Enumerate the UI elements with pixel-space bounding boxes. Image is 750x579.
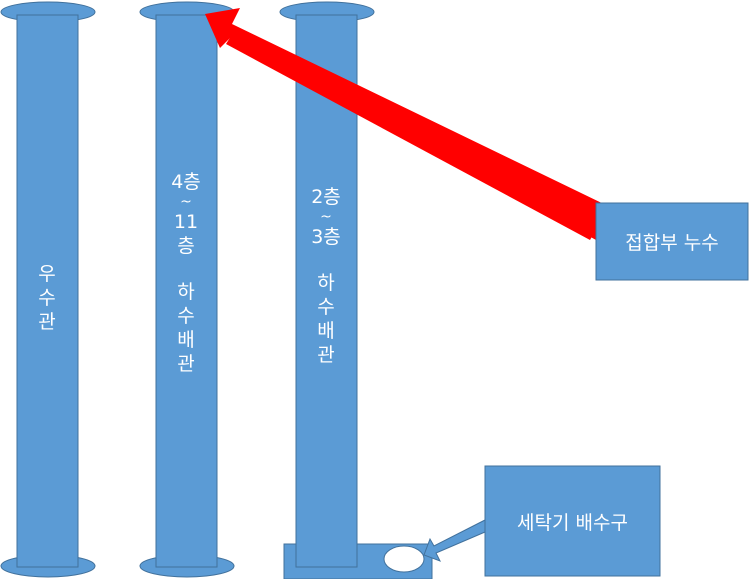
label-line: 2층 <box>311 186 341 208</box>
label-line: 배 <box>317 320 335 342</box>
label-line: 수 <box>177 305 195 327</box>
leak-arrow <box>205 8 610 240</box>
label-line: 3층 <box>311 226 341 248</box>
label-line: 우 <box>38 263 56 285</box>
label-line: 하 <box>317 272 335 294</box>
washer-drain-label: 세탁기 배수구 <box>517 511 628 534</box>
label-line: 층 <box>177 235 195 257</box>
label-spacer <box>296 249 356 271</box>
label-line: ~ <box>180 194 192 210</box>
sewer-pipe-2-3 <box>279 1 433 579</box>
label-line: 배 <box>177 329 195 351</box>
label-line: 관 <box>317 344 335 366</box>
label-line: 4층 <box>171 171 201 193</box>
sewer-pipe-2-3-label: 2층 ~ 3층 하 수 배 관 <box>296 185 356 367</box>
label-line: ~ <box>320 209 332 225</box>
drain-hole <box>383 545 425 573</box>
label-line: 관 <box>177 353 195 375</box>
rainwater-pipe <box>0 1 96 578</box>
washer-drain-arrow <box>423 519 486 562</box>
label-line: 수 <box>38 287 56 309</box>
label-spacer <box>156 258 216 280</box>
label-line: 하 <box>177 281 195 303</box>
sewer-pipe-4-11-label: 4층 ~ 11 층 하 수 배 관 <box>156 170 216 376</box>
label-line: 11 <box>173 211 199 233</box>
label-line: 수 <box>317 296 335 318</box>
label-line: 관 <box>38 311 56 333</box>
joint-leak-callout-box <box>595 202 749 281</box>
washer-drain-callout-box <box>484 465 661 577</box>
joint-leak-label: 접합부 누수 <box>625 232 719 254</box>
rainwater-pipe-label: 우 수 관 <box>17 262 77 334</box>
